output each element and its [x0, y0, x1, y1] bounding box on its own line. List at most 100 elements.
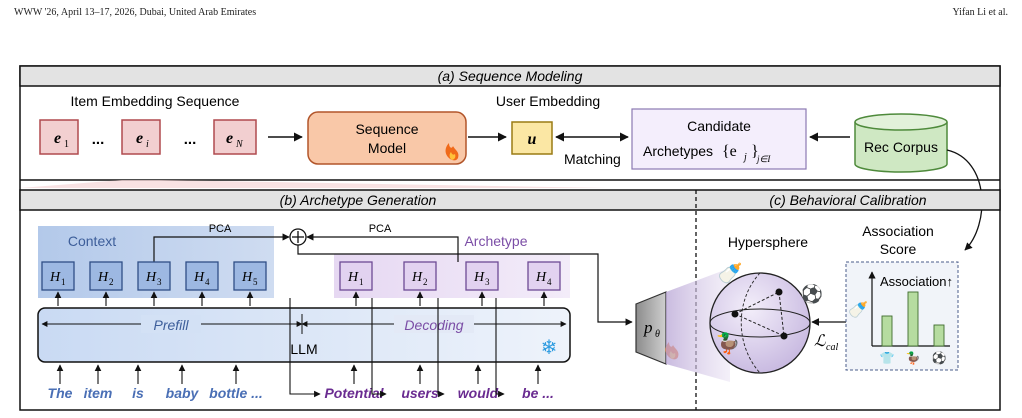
feedback-line-3	[437, 298, 445, 398]
svg-text:i: i	[146, 139, 149, 150]
ball-icon-small: ⚽	[931, 351, 947, 365]
svg-text:H: H	[97, 270, 109, 285]
svg-text:4: 4	[547, 277, 552, 287]
bottle-icon: 🍼	[718, 261, 743, 285]
matching-label: Matching	[564, 151, 621, 167]
item-embedding-eN: e N	[213, 119, 257, 155]
item-sequence-label: Item Embedding Sequence	[71, 93, 240, 109]
ball-icon: ⚽	[800, 283, 823, 304]
hypersphere	[709, 272, 811, 374]
output-word-3: would	[458, 385, 499, 401]
output-word-4: be ...	[522, 385, 554, 401]
svg-text:1: 1	[61, 277, 66, 287]
projection-beam	[666, 268, 730, 382]
bottle-icon-small: 🍼	[848, 300, 868, 319]
association-axis-label: Association↑	[880, 274, 953, 289]
svg-text:H: H	[193, 270, 205, 285]
user-embedding-u: u	[511, 121, 553, 155]
rec-corpus-cylinder: Rec Corpus	[854, 113, 948, 173]
association-chart: Association↑ 🍼 👕 🦆 ⚽	[845, 261, 959, 371]
svg-text:H: H	[347, 270, 359, 285]
input-word-3: is	[132, 385, 144, 401]
svg-text:j∈I: j∈I	[756, 154, 771, 164]
llm-block: Prefill Decoding LLM ❄	[37, 307, 571, 363]
input-word-4: baby	[166, 385, 200, 401]
pca-right-label: PCA	[369, 223, 392, 235]
association-score-line1: Association	[862, 223, 934, 239]
svg-text:Rec Corpus: Rec Corpus	[864, 139, 938, 155]
feedback-line-2	[371, 298, 387, 398]
association-score-line2: Score	[880, 241, 917, 257]
svg-text:Candidate: Candidate	[687, 118, 751, 134]
svg-text:j: j	[742, 152, 747, 163]
item-embedding-e1: e 1	[39, 119, 79, 155]
input-word-2: item	[84, 385, 113, 401]
item-embedding-ei: e i	[121, 119, 161, 155]
archetype-label: Archetype	[464, 233, 527, 249]
svg-text:Sequence: Sequence	[355, 121, 418, 137]
user-embedding-label: User Embedding	[496, 93, 600, 109]
svg-text:{e: {e	[722, 143, 737, 160]
ellipsis-2: ...	[184, 131, 197, 148]
svg-text:θ: θ	[655, 329, 660, 340]
panel-a-title: (a) Sequence Modeling	[438, 68, 583, 84]
svg-text:3: 3	[157, 277, 162, 287]
lcal-sub: cal	[826, 342, 838, 353]
panel-a-header	[19, 65, 1001, 87]
svg-text:H: H	[145, 270, 157, 285]
shirt-icon: 👕	[880, 351, 895, 365]
prefill-label: Prefill	[153, 317, 189, 333]
svg-text:4: 4	[205, 277, 210, 287]
sequence-model-box: Sequence Model	[307, 111, 467, 165]
svg-text:e: e	[136, 130, 143, 147]
svg-text:p: p	[643, 318, 653, 337]
candidate-archetypes-box: Candidate Archetypes {e j } j∈I	[631, 108, 807, 170]
output-word-1: Potential	[324, 385, 384, 401]
svg-text:e: e	[226, 130, 233, 147]
svg-text:3: 3	[485, 277, 490, 287]
svg-text:N: N	[235, 139, 244, 150]
pca-left-line	[153, 233, 290, 262]
input-word-5: bottle ...	[209, 385, 263, 401]
context-label: Context	[68, 233, 116, 249]
panel-b-title: (b) Archetype Generation	[280, 192, 437, 208]
decoding-label: Decoding	[404, 317, 463, 333]
panel-c-title: (c) Behavioral Calibration	[769, 192, 926, 208]
llm-label: LLM	[290, 341, 317, 357]
zoom-fan	[20, 180, 608, 188]
svg-text:H: H	[241, 270, 253, 285]
output-word-2: users	[401, 385, 439, 401]
svg-text:1: 1	[359, 277, 364, 287]
svg-text:Archetypes: Archetypes	[643, 143, 713, 159]
svg-text:H: H	[411, 270, 423, 285]
svg-text:}: }	[751, 143, 759, 160]
svg-text:2: 2	[109, 277, 114, 287]
snowflake-icon: ❄	[541, 337, 558, 359]
svg-text:H: H	[535, 270, 547, 285]
feedback-line-4	[495, 298, 505, 398]
duck-icon-small: 🦆	[906, 351, 921, 365]
fire-icon	[445, 143, 459, 161]
svg-text:u: u	[528, 131, 537, 148]
svg-text:1: 1	[64, 139, 69, 150]
bar-shirt	[881, 315, 893, 347]
feedback-line-1	[289, 298, 321, 398]
svg-text:2: 2	[423, 277, 428, 287]
svg-text:H: H	[473, 270, 485, 285]
ellipsis-1: ...	[92, 131, 105, 148]
svg-text:H: H	[49, 270, 61, 285]
svg-text:Model: Model	[368, 140, 406, 156]
input-word-1: The	[48, 385, 73, 401]
